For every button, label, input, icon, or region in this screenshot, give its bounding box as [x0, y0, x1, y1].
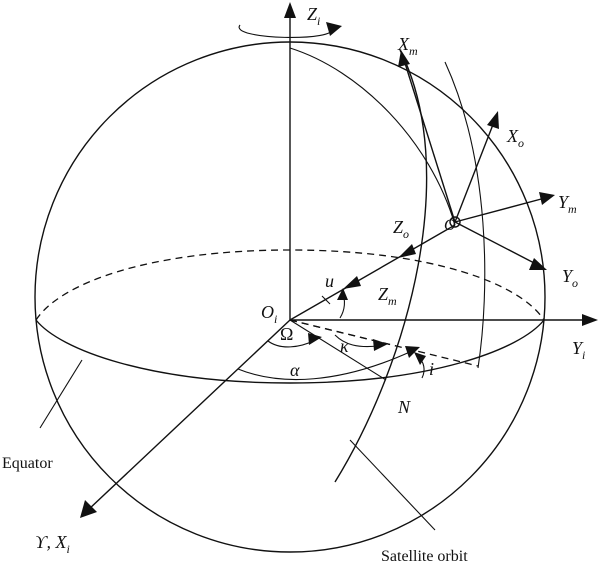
zm-axis-arrowhead — [343, 276, 361, 289]
xo-axis-arrowhead — [487, 111, 499, 129]
satellite-orbit-curve — [334, 49, 428, 483]
zm-axis-label: Zm — [378, 284, 397, 308]
ym-axis-label: Ym — [558, 192, 577, 216]
satellite-point — [449, 216, 461, 228]
angle-alpha-arrowhead — [405, 346, 420, 358]
equator-label: Equator — [2, 455, 53, 472]
xm-axis-arrowhead — [398, 50, 410, 67]
zo-axis-label: Zo — [393, 217, 409, 241]
angle-inclination-label: i — [429, 359, 434, 379]
zi-rotation-arrowhead — [326, 22, 342, 36]
yi-axis-label: Yi — [572, 338, 585, 362]
node-line — [289, 319, 387, 381]
origin-label: Oi — [261, 302, 277, 326]
zi-axis-label: Zi — [307, 4, 320, 28]
yi-axis-arrowhead — [582, 314, 598, 326]
satellite-orbit-label: Satellite orbit — [381, 548, 468, 565]
angle-omega-label: Ω — [280, 324, 293, 344]
yo-axis-label: Yo — [562, 266, 578, 290]
equator-front — [35, 319, 545, 384]
angle-alpha-arc — [237, 350, 413, 380]
xo-axis-label: Xo — [506, 126, 524, 150]
zi-axis-arrowhead — [284, 2, 296, 18]
angle-u-arrowhead — [337, 288, 348, 300]
ym-axis-arrowhead — [539, 192, 555, 205]
meridian-outer-curve — [444, 61, 486, 369]
yo-axis-arrowhead — [529, 258, 547, 270]
xm-axis-label: Xm — [397, 34, 418, 58]
satellite-point-label: O — [444, 217, 456, 234]
angle-omega-arrowhead — [308, 333, 322, 345]
meridian-inner-curve — [289, 47, 456, 226]
yo-axis-line — [454, 221, 539, 266]
xi-axis-label: ϒ, Xi — [35, 532, 70, 556]
angle-inclination-arrowhead — [414, 352, 426, 365]
xi-axis-arrowhead — [80, 500, 97, 518]
angle-kappa-arrowhead — [373, 339, 388, 351]
xm-axis-line — [403, 59, 456, 223]
zo-axis-arrowhead — [398, 244, 416, 258]
satellite-orbit-leader-line — [349, 439, 436, 531]
node-label: N — [397, 397, 411, 417]
xo-axis-line — [454, 121, 495, 223]
angle-alpha-label: α — [290, 360, 300, 380]
xi-axis-line — [87, 319, 291, 511]
angle-u-tick — [321, 295, 331, 305]
angle-u-label: u — [325, 271, 334, 291]
zo-zm-line — [289, 224, 456, 321]
angle-kappa-label: κ — [340, 336, 349, 356]
ym-axis-line — [454, 197, 546, 223]
angle-kappa-arc — [334, 334, 379, 348]
equator-leader-line — [39, 359, 83, 429]
